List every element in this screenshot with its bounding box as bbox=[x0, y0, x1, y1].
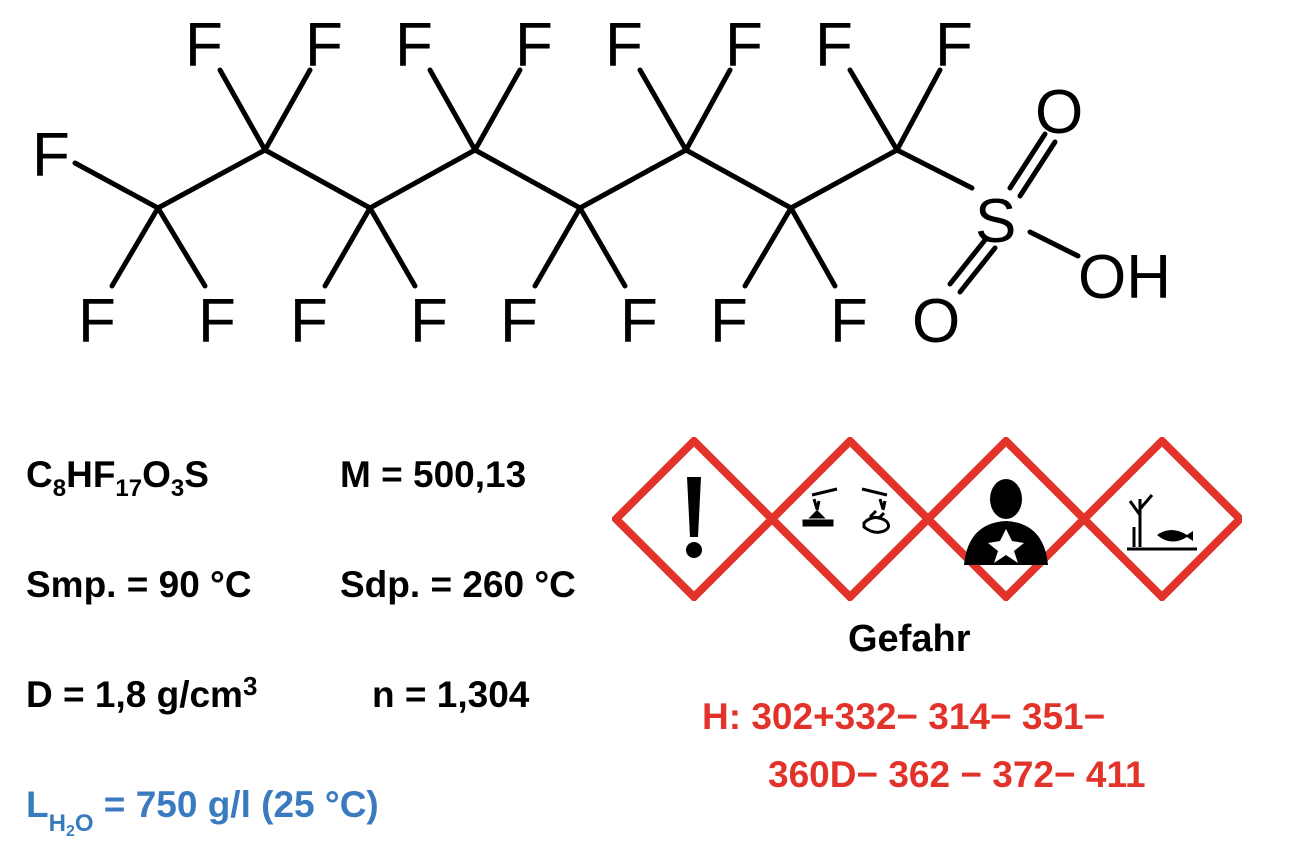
atom-f-top-7: F bbox=[815, 11, 853, 80]
atom-f-bottom-5: F bbox=[500, 287, 538, 356]
atom-f-top-2: F bbox=[305, 11, 343, 80]
formula-hf: HF bbox=[66, 454, 116, 495]
signal-word: Gefahr bbox=[848, 618, 971, 660]
atom-f-top-6: F bbox=[725, 11, 763, 80]
atom-f-bottom-7: F bbox=[710, 287, 748, 356]
refractive-index: n = 1,304 bbox=[372, 674, 530, 715]
density: D = 1,8 g/cm3 bbox=[26, 673, 257, 715]
exclamation-mark-icon bbox=[612, 437, 778, 601]
solubility-symbol: L bbox=[26, 784, 49, 825]
atom-f-top-1: F bbox=[185, 11, 223, 80]
formula-f-sub: 17 bbox=[115, 475, 143, 502]
atom-f-top-3: F bbox=[395, 11, 433, 80]
ghs-pictograms bbox=[612, 437, 1242, 601]
melting-point: Smp. = 90 °C bbox=[26, 564, 252, 605]
corrosion-icon bbox=[766, 437, 934, 601]
atom-oxygen-bottom: O bbox=[912, 287, 960, 356]
formula-o: O bbox=[142, 454, 171, 495]
atom-f-bottom-6: F bbox=[620, 287, 658, 356]
formula-c-sub: 8 bbox=[52, 475, 67, 502]
formula-s: S bbox=[184, 454, 209, 495]
atom-f-bottom-2: F bbox=[198, 287, 236, 356]
density-value: D = 1,8 g/cm bbox=[26, 674, 243, 715]
water-solubility: LH2O = 750 g/l (25 °C) bbox=[26, 784, 379, 840]
formula-o-sub: 3 bbox=[170, 475, 185, 502]
atom-f-bottom-1: F bbox=[78, 287, 116, 356]
structural-formula: F F F F F F F F F F F F F F F F F S O O … bbox=[32, 11, 1171, 356]
atom-f-bottom-3: F bbox=[290, 287, 328, 356]
formula-c: C bbox=[26, 454, 53, 495]
molar-mass: M = 500,13 bbox=[340, 454, 527, 495]
hazard-statements-line-2: 360D− 362 − 372− 411 bbox=[768, 754, 1146, 795]
solubility-value: = 750 g/l (25 °C) bbox=[93, 784, 379, 825]
atom-f-bottom-8: F bbox=[830, 287, 868, 356]
health-hazard-icon bbox=[922, 437, 1090, 601]
solubility-sub-h: H bbox=[48, 810, 66, 837]
atom-f-bottom-4: F bbox=[410, 287, 448, 356]
molecular-formula: C8HF17O3S bbox=[26, 454, 209, 501]
atom-f-top-8: F bbox=[935, 11, 973, 80]
hazard-statements-line-1: H: 302+332− 314− 351− bbox=[702, 696, 1106, 737]
solubility-sub-o: O bbox=[74, 810, 94, 837]
solubility-sub-2: 2 bbox=[65, 823, 75, 840]
environment-icon bbox=[1078, 437, 1242, 601]
atom-sulfur: S bbox=[975, 187, 1016, 256]
atom-f-left: F bbox=[32, 121, 70, 190]
density-exponent: 3 bbox=[242, 671, 258, 701]
atom-hydroxyl: OH bbox=[1078, 243, 1171, 312]
atom-f-top-5: F bbox=[605, 11, 643, 80]
atom-f-top-4: F bbox=[515, 11, 553, 80]
atom-oxygen-top: O bbox=[1035, 78, 1083, 147]
boiling-point: Sdp. = 260 °C bbox=[340, 564, 576, 605]
